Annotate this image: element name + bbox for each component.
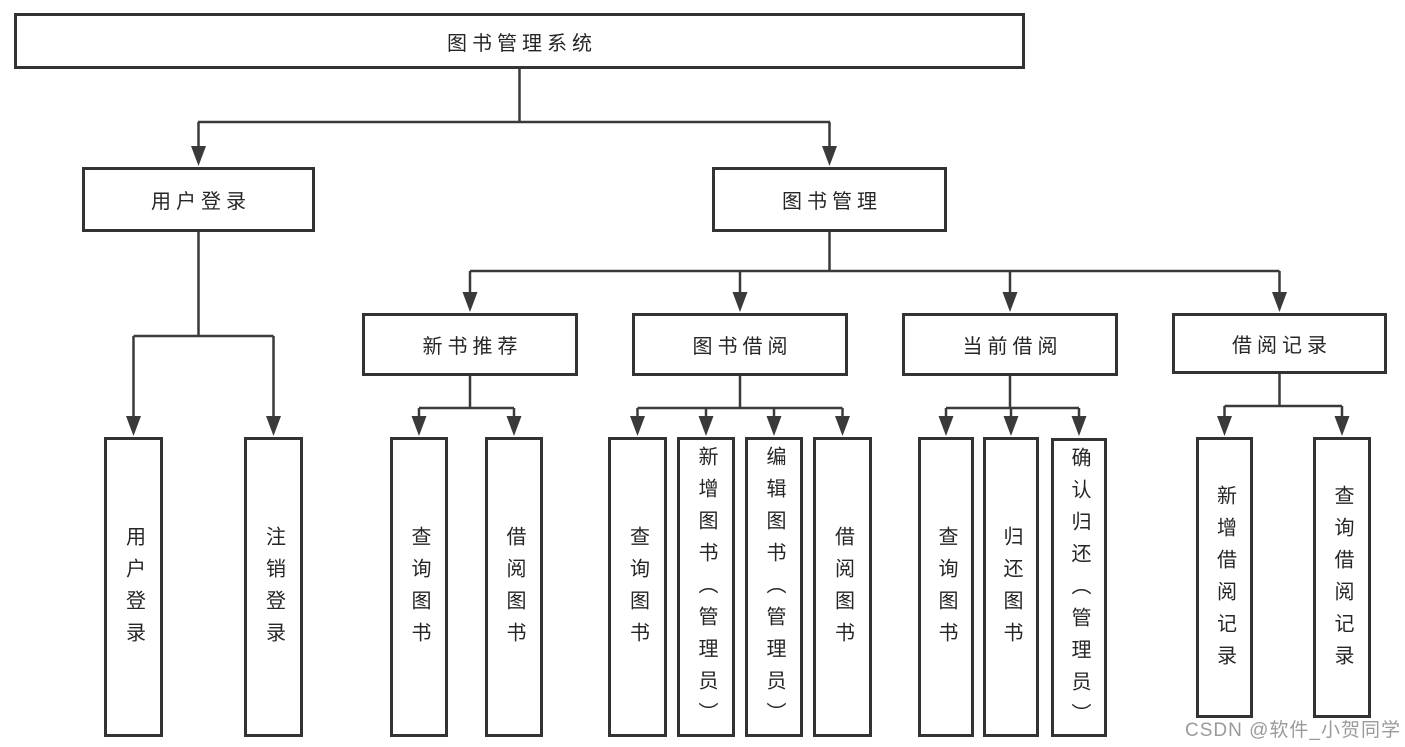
leaf-borrow-books-recommend: 借阅图书 <box>485 437 543 737</box>
node-new-book-recommendation: 新书推荐 <box>362 313 578 376</box>
leaf-confirm-return-admin: 确认归还（管理员） <box>1051 438 1107 737</box>
leaf-add-borrow-record: 新增借阅记录 <box>1196 437 1253 718</box>
node-borrowing-records: 借阅记录 <box>1172 313 1387 374</box>
node-library-management-system: 图书管理系统 <box>14 13 1025 69</box>
leaf-logout: 注销登录 <box>244 437 303 737</box>
node-user-login-group: 用户登录 <box>82 167 315 232</box>
leaf-edit-book-admin: 编辑图书（管理员） <box>745 437 803 737</box>
node-book-borrowing: 图书借阅 <box>632 313 848 376</box>
leaf-borrow-books: 借阅图书 <box>813 437 872 737</box>
node-book-management: 图书管理 <box>712 167 947 232</box>
leaf-return-book: 归还图书 <box>983 437 1039 737</box>
leaf-query-books-current: 查询图书 <box>918 437 974 737</box>
node-current-borrowing: 当前借阅 <box>902 313 1118 376</box>
leaf-query-borrow-record: 查询借阅记录 <box>1313 437 1371 718</box>
leaf-query-books-recommend: 查询图书 <box>390 437 448 737</box>
leaf-query-books-borrow: 查询图书 <box>608 437 667 737</box>
leaf-user-login: 用户登录 <box>104 437 163 737</box>
leaf-add-book-admin: 新增图书（管理员） <box>677 437 735 737</box>
csdn-watermark: CSDN @软件_小贺同学 <box>1185 720 1401 741</box>
